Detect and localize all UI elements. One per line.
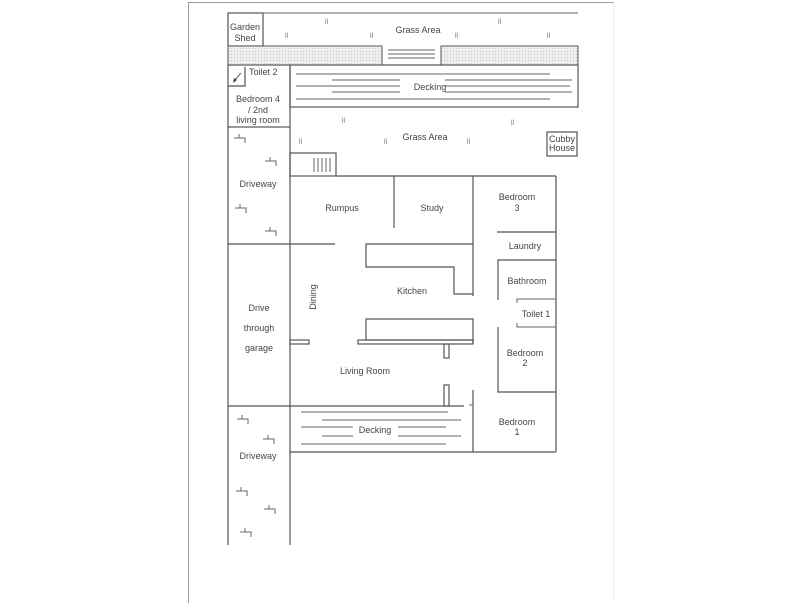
label-garden-shed: Shed: [234, 33, 255, 43]
top-steps: [388, 49, 435, 59]
grass-ticks: ll ll ll ll ll ll ll ll ll ll ll: [285, 19, 551, 146]
label-laundry: Laundry: [509, 241, 542, 251]
svg-text:ll: ll: [547, 33, 551, 40]
rumpus-stairs: [289, 152, 337, 177]
label-kitchen: Kitchen: [397, 286, 427, 296]
label-rumpus: Rumpus: [325, 203, 359, 213]
svg-text:ll: ll: [498, 19, 502, 26]
toilet-2-block: [228, 67, 246, 87]
label-dining: Dining: [308, 284, 318, 310]
label-study: Study: [420, 203, 444, 213]
svg-text:ll: ll: [370, 33, 374, 40]
bottom-decking: [301, 411, 461, 445]
svg-text:ll: ll: [342, 118, 346, 125]
label-bedroom-3: 3: [514, 203, 519, 213]
label-bedroom-4: Bedroom 4: [236, 94, 280, 104]
svg-text:ll: ll: [455, 33, 459, 40]
label-grass-area-mid: Grass Area: [402, 132, 447, 142]
label-bedroom-4: / 2nd: [248, 105, 268, 115]
svg-text:ll: ll: [511, 120, 515, 127]
floor-plan-page: [188, 2, 614, 603]
svg-text:ll: ll: [325, 19, 329, 26]
label-toilet-2: Toilet 2: [249, 67, 278, 77]
label-cubby-house: Cubby: [549, 134, 576, 144]
label-drive-through-garage: Drive: [248, 303, 269, 313]
label-living-room: Living Room: [340, 366, 390, 376]
label-drive-through-garage: garage: [245, 343, 273, 353]
label-driveway-top: Driveway: [239, 179, 277, 189]
label-bedroom-2: 2: [522, 358, 527, 368]
cubby-house: [546, 131, 578, 157]
hatched-strip-right: [440, 45, 579, 66]
svg-text:ll: ll: [467, 139, 471, 146]
top-decking: [289, 64, 579, 108]
label-bedroom-2: Bedroom: [507, 348, 544, 358]
label-driveway-bottom: Driveway: [239, 451, 277, 461]
label-garden-shed: Garden: [230, 22, 260, 32]
label-toilet-1: Toilet 1: [522, 309, 551, 319]
label-bedroom-1: 1: [514, 427, 519, 437]
label-cubby-house: House: [549, 143, 575, 153]
label-bedroom-3: Bedroom: [499, 192, 536, 202]
label-decking-bottom: Decking: [359, 425, 392, 435]
svg-text:ll: ll: [299, 139, 303, 146]
svg-text:ll: ll: [384, 139, 388, 146]
label-bathroom: Bathroom: [507, 276, 546, 286]
label-bedroom-4: living room: [236, 115, 280, 125]
label-bedroom-1: Bedroom: [499, 417, 536, 427]
label-drive-through-garage: through: [244, 323, 275, 333]
driveway-shrub-icons: [234, 134, 277, 537]
label-grass-area-top: Grass Area: [395, 25, 440, 35]
label-decking-top: Decking: [414, 82, 447, 92]
hatched-strip-left: [227, 45, 383, 66]
svg-text:ll: ll: [285, 33, 289, 40]
